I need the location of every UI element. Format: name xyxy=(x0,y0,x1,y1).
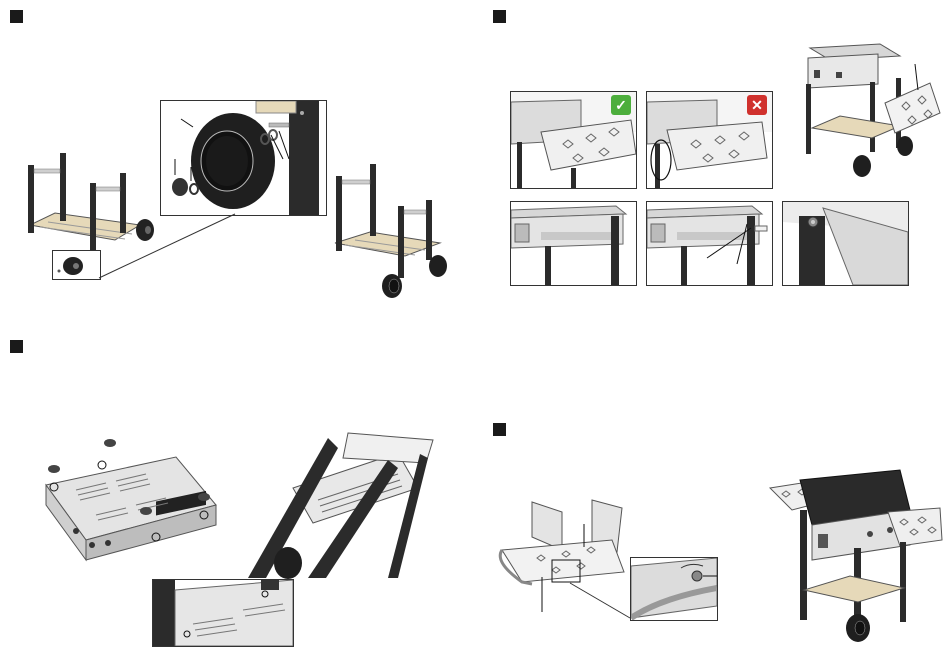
shelf-bracket-detail-panel xyxy=(630,557,718,621)
fully-assembled-grill xyxy=(770,470,942,645)
